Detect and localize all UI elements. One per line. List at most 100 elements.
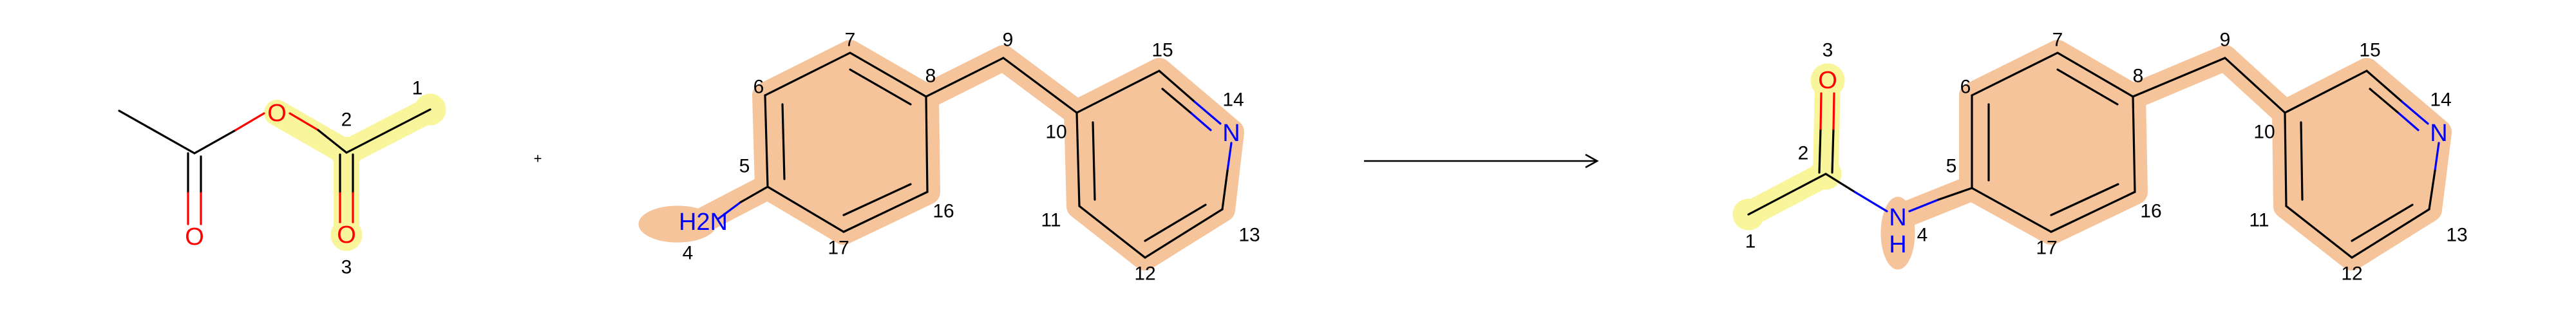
bond-c6-c7 — [764, 52, 851, 97]
bond-inner-c11-c10 — [1092, 121, 1096, 201]
reactant1-bonds — [118, 108, 431, 225]
bond-n14-c13-black — [1221, 169, 1229, 211]
reactant-aminobenzyl-pyridine: H2N N 4 5 6 7 8 9 10 11 12 13 14 15 16 1… — [638, 30, 1260, 285]
bond-c13-c12 — [1144, 208, 1224, 259]
bond-c8-c9 — [925, 57, 1005, 98]
reactant1-highlights — [264, 93, 446, 251]
highlight-pyridine-ring — [2272, 58, 2452, 270]
bond-n14-c13-black — [2428, 169, 2436, 211]
bond-c8-c16 — [2132, 95, 2136, 193]
bond-c15-n14-black — [2365, 70, 2403, 103]
map-number-17: 17 — [2036, 238, 2057, 259]
atom-o-carbonyl-right: O — [337, 222, 356, 249]
highlight-atom-o3 — [1810, 63, 1845, 98]
bond-c2-o3-b-red — [1832, 92, 1835, 130]
bond-c2-c1 — [345, 108, 431, 154]
map-number-13: 13 — [2446, 225, 2467, 246]
bond-c15-n14-blue — [1193, 100, 1222, 125]
map-number-7: 7 — [845, 30, 856, 51]
map-number-2: 2 — [1798, 143, 1809, 164]
bond-carbonyl-to-o-ester-red — [234, 112, 265, 131]
map-number-11: 11 — [2249, 210, 2269, 231]
bond-o-ester-to-c2-red — [289, 112, 319, 131]
map-number-13: 13 — [1238, 225, 1260, 246]
bond-c2-n4-blue — [1853, 191, 1888, 213]
bond-c12-c11 — [2285, 205, 2353, 259]
bond-c10-c15 — [1075, 70, 1160, 114]
bond-inner-c7-c8 — [2056, 68, 2119, 106]
bond-c8-c16 — [925, 95, 929, 193]
map-number-12: 12 — [1134, 263, 1155, 285]
map-number-16: 16 — [933, 201, 954, 222]
map-number-9: 9 — [1003, 30, 1014, 51]
bond-c1-c2 — [1747, 173, 1827, 216]
bond-inner-c13-c12 — [1144, 204, 1207, 242]
bond-n4-c5-black — [739, 185, 769, 204]
bond-c15-n14-blue — [2401, 100, 2429, 125]
atom-pyridine-n: N — [2430, 120, 2447, 147]
map-number-3: 3 — [1823, 40, 1833, 61]
bond-carbonyl-to-o-ester-black — [193, 129, 237, 155]
atom-o-ester: O — [267, 100, 287, 127]
map-number-12: 12 — [2341, 263, 2362, 285]
bond-n4-c5-blue — [1908, 198, 1940, 213]
product-acetamide: O N H N 1 2 3 4 5 6 7 8 9 10 11 12 13 14… — [1732, 30, 2468, 285]
map-number-17: 17 — [828, 238, 849, 259]
bond-inner-c15-n14-blue — [2398, 112, 2420, 131]
atom-o-carbonyl-left: O — [185, 223, 204, 251]
reaction-arrow-head — [1585, 153, 1599, 169]
bond-c15-n14-black — [1158, 70, 1196, 103]
reaction-arrow — [1364, 153, 1599, 169]
map-number-9: 9 — [2220, 30, 2231, 51]
bond-c7-c8 — [2056, 52, 2134, 98]
atom-amide-h: H — [1889, 231, 1906, 258]
bond-inner-c7-c8 — [849, 68, 912, 106]
map-number-8: 8 — [925, 66, 936, 87]
bond-c8-c9 — [2132, 57, 2226, 98]
highlight-atom-o3 — [330, 219, 363, 251]
bond-n14-c13-blue — [1226, 142, 1233, 172]
reactant2-bonds — [717, 52, 1233, 259]
map-number-15: 15 — [1151, 40, 1173, 61]
bond-inner-c15-n14-black — [2369, 88, 2400, 115]
bond-c2-n4-black — [1824, 173, 1856, 193]
map-number-4: 4 — [1917, 225, 1928, 246]
bond-c16-c17 — [842, 191, 929, 233]
map-number-10: 10 — [1045, 122, 1066, 143]
bond-methyl-carbonyl-left — [118, 109, 196, 155]
map-number-6: 6 — [1960, 77, 1971, 98]
map-number-14: 14 — [2430, 90, 2451, 111]
bond-n14-c13-blue — [2434, 142, 2440, 172]
map-number-6: 6 — [753, 77, 764, 98]
bond-c9-c10 — [2224, 57, 2286, 114]
bond-inner-c16-c17 — [2050, 183, 2119, 216]
bond-c5-c6 — [764, 94, 769, 188]
map-number-5: 5 — [1946, 156, 1957, 177]
map-number-7: 7 — [2052, 30, 2063, 51]
bond-c11-c10 — [1075, 111, 1081, 207]
map-number-15: 15 — [2359, 40, 2380, 61]
map-number-5: 5 — [739, 156, 750, 177]
plus-sign: + — [534, 151, 542, 167]
bond-n4-c5-black — [1937, 187, 1973, 201]
map-number-2: 2 — [341, 109, 352, 131]
bond-c17-c5 — [1971, 187, 2052, 233]
bond-c10-c15 — [2284, 70, 2368, 114]
highlight-pyridine-ring — [1064, 58, 1244, 270]
bond-c12-c11 — [1078, 205, 1146, 259]
map-number-10: 10 — [2253, 122, 2275, 143]
bond-c11-c10 — [2284, 111, 2287, 207]
bond-c13-c12 — [2351, 208, 2430, 259]
atom-amine-h2n: H2N — [679, 209, 728, 236]
map-number-8: 8 — [2133, 66, 2144, 87]
bond-inner-c15-n14-black — [1161, 88, 1193, 115]
map-number-3: 3 — [341, 257, 352, 278]
bond-c2-o3-a-black — [1818, 128, 1822, 174]
highlight-benzene-ring — [752, 40, 940, 245]
bond-inner-c5-c6 — [781, 103, 786, 180]
bond-c9-c10 — [1002, 57, 1078, 114]
map-number-1: 1 — [1745, 231, 1756, 252]
bond-c2-o3-b-black — [1831, 128, 1835, 174]
bond-c6-c7 — [1971, 52, 2059, 97]
